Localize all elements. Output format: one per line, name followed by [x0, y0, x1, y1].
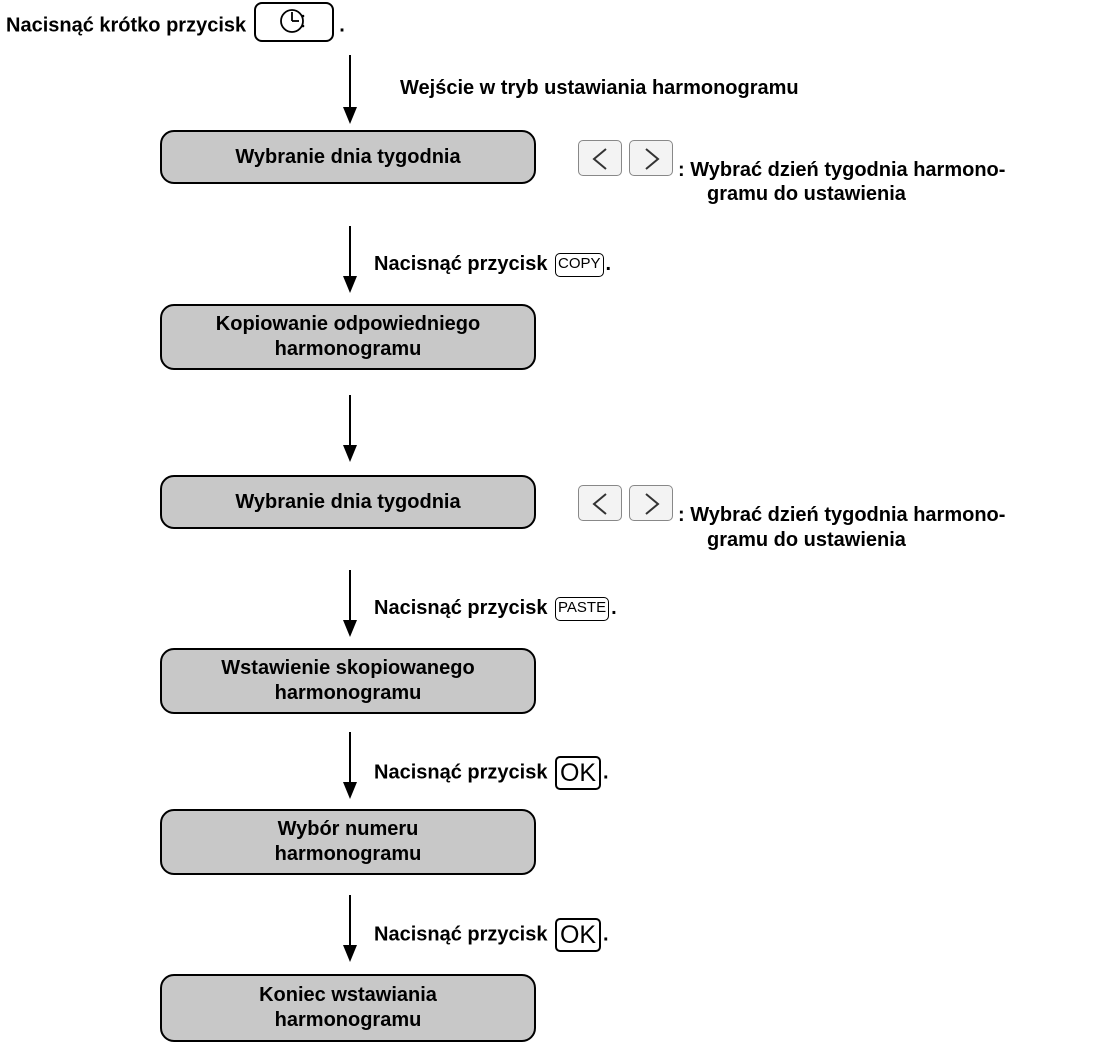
day-select-2-line1: : Wybrać dzień tygodnia harmono- [678, 504, 1006, 526]
action-ok-2-text: Nacisnąć przycisk [374, 923, 548, 946]
step-1-line1: Wybranie dnia tygodnia [235, 145, 461, 168]
entry-label: Wejście w tryb ustawiania harmonogramu [400, 77, 799, 99]
day-select-2-line2: gramu do ustawienia [707, 529, 906, 551]
step-box-3: Wybranie dnia tygodnia [160, 475, 536, 529]
chevron-right-icon [645, 493, 660, 515]
action-ok-1-text: Nacisnąć przycisk [374, 761, 548, 784]
step-6-line1: Koniec wstawiania [259, 984, 437, 1006]
action-ok-1-suffix: . [603, 761, 609, 784]
chevron-right-icon [645, 148, 660, 170]
flow-arrow-5 [343, 732, 357, 799]
clock-timer-icon [279, 9, 304, 33]
chevron-left-icon [592, 148, 607, 170]
ok-key-2: OK [555, 918, 601, 952]
left-key-2 [578, 485, 622, 521]
step-4-line2: harmonogramu [274, 682, 422, 704]
flow-arrow-2 [343, 226, 357, 293]
action-ok-2-suffix: . [603, 923, 609, 946]
action-ok-1: Nacisnąć przycisk OK. [374, 756, 609, 790]
step-box-2: Kopiowanie odpowiedniego harmonogramu [160, 304, 536, 370]
action-paste: Nacisnąć przycisk PASTE. [374, 596, 617, 621]
step-5-line2: harmonogramu [274, 843, 422, 865]
flow-arrow-1 [343, 55, 357, 124]
step-6-line2: harmonogramu [274, 1009, 422, 1031]
action-paste-text: Nacisnąć przycisk [374, 597, 548, 619]
ok-key: OK [555, 756, 601, 790]
action-copy: Nacisnąć przycisk COPY. [374, 252, 611, 277]
action-ok-2: Nacisnąć przycisk OK. [374, 918, 609, 952]
step-box-6: Koniec wstawiania harmonogramu [160, 974, 536, 1042]
flow-arrow-4 [343, 570, 357, 637]
copy-key: COPY [555, 252, 604, 277]
step-3-line1: Wybranie dnia tygodnia [235, 490, 461, 513]
left-key [578, 140, 622, 176]
step-box-4: Wstawienie skopiowanego harmonogramu [160, 648, 536, 714]
start-instruction-suffix: . [339, 14, 345, 37]
step-2-line1: Kopiowanie odpowiedniego [215, 313, 481, 335]
step-box-1: Wybranie dnia tygodnia [160, 130, 536, 184]
flow-arrow-3 [343, 395, 357, 462]
paste-key: PASTE [555, 596, 610, 621]
day-select-line2: gramu do ustawienia [707, 183, 906, 205]
timer-key [253, 2, 334, 42]
action-copy-suffix: . [605, 253, 612, 275]
step-2-line2: harmonogramu [274, 338, 422, 360]
start-instruction: Nacisnąć krótko przycisk . [6, 2, 345, 42]
start-instruction-text: Nacisnąć krótko przycisk [6, 14, 247, 37]
step-5-line1: Wybór numeru [277, 818, 419, 840]
flow-arrow-6 [343, 895, 357, 962]
chevron-left-icon [592, 493, 607, 515]
action-copy-text: Nacisnąć przycisk [374, 253, 548, 275]
day-select-line1: : Wybrać dzień tygodnia harmono- [678, 159, 1006, 181]
step-box-5: Wybór numeru harmonogramu [160, 809, 536, 875]
step-4-line1: Wstawienie skopiowanego [221, 657, 475, 679]
action-paste-suffix: . [611, 597, 617, 619]
right-key-2 [629, 485, 673, 521]
right-key [629, 140, 673, 176]
